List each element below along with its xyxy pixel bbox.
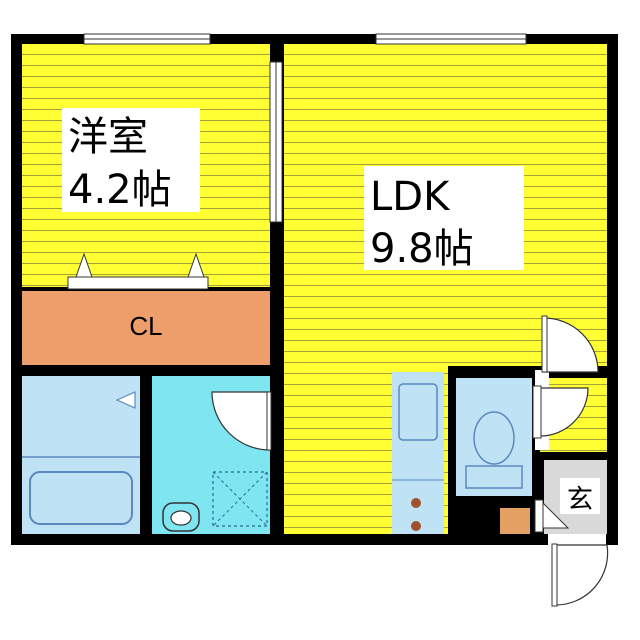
western-room-name: 洋室 [68, 114, 148, 160]
closet-door [67, 276, 209, 290]
entrance-door-gap [548, 534, 606, 546]
closet-door-hinge-right-icon [187, 252, 205, 278]
entrance-label-box [560, 478, 600, 514]
kitchen-stove-knob-1 [411, 498, 421, 508]
entrance-door [551, 543, 558, 607]
ldk-size: 9.8帖 [370, 226, 474, 272]
bath-faucet-icon [115, 391, 136, 409]
shoe-cabinet [500, 508, 530, 534]
bathtub [29, 471, 133, 525]
closet-door-hinge-left-icon [75, 252, 93, 278]
closet-label: CL [129, 311, 162, 341]
kitchen-stove-knob-2 [411, 521, 421, 531]
washroom-door-swing [211, 391, 271, 451]
ldk-name: LDK [370, 174, 451, 220]
kitchen-sink [398, 383, 438, 441]
hall-door [541, 315, 548, 373]
washroom-door [266, 391, 272, 451]
western-room-label-box [62, 108, 200, 212]
entrance-door-swing [554, 544, 609, 606]
wash-basin-bowl [170, 510, 192, 526]
closet-floor [22, 290, 270, 365]
toilet-tank [465, 465, 523, 489]
toilet-door-swing [539, 387, 589, 437]
western-room-size: 4.2帖 [68, 167, 172, 213]
ldk-label-box [364, 166, 524, 270]
toilet-bowl [473, 411, 515, 465]
washing-machine-cross-2 [212, 471, 268, 527]
hall-door-swing [543, 317, 599, 373]
toilet-door [532, 385, 542, 439]
washing-machine-pan [212, 471, 268, 527]
entrance-label: 玄 [567, 485, 593, 515]
entrance-inner-door [534, 499, 544, 533]
